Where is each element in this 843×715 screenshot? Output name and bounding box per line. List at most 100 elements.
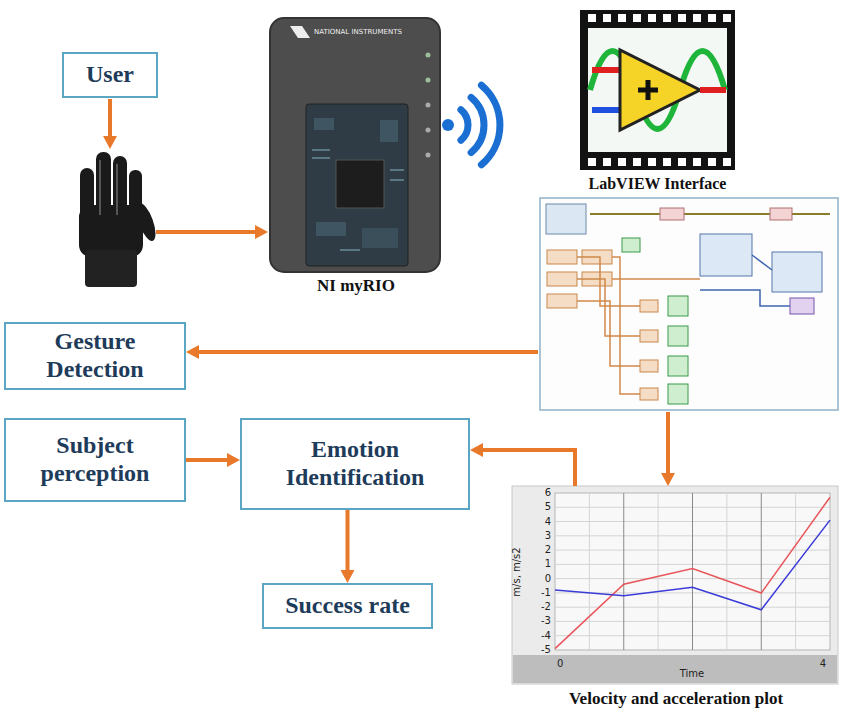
math-blocks [700, 234, 822, 292]
plot-axis-bar [513, 655, 837, 683]
input-wire [592, 67, 620, 73]
output-box: Success rate [262, 583, 433, 629]
wireless-symbol [442, 85, 500, 165]
device-housing [270, 18, 440, 272]
input-wire [592, 107, 620, 113]
wireless-dot [442, 119, 454, 131]
plot-node: Velocity and acceleration plot [512, 486, 840, 712]
screenshot-frame [540, 198, 838, 410]
add-triangle [620, 50, 700, 130]
wireless-arc [481, 85, 500, 165]
indicator-blocks [622, 238, 688, 404]
user-to-glove-arrow [103, 99, 117, 149]
arrow-head [255, 225, 268, 239]
box-label: Gesture Detection [6, 328, 184, 383]
device-node: NI myRIO [268, 14, 444, 304]
figure-caption: LabVIEW Interface [570, 174, 745, 193]
arrow-head [186, 345, 199, 359]
velocity-plot [512, 486, 838, 684]
axis-tick: 3 [520, 530, 551, 542]
plot-grid [555, 493, 830, 650]
glove-to-device-arrow [156, 225, 268, 239]
flow-arrow [661, 412, 675, 486]
flow-arrow [186, 345, 538, 359]
arrow-line [156, 230, 257, 234]
arrow-head [341, 570, 355, 583]
flow-arrow [470, 443, 575, 486]
box-label: Emotion Identification [242, 436, 468, 491]
axis-tick: -1 [520, 587, 551, 599]
device-chip [336, 160, 384, 208]
wireless-arc [461, 110, 468, 141]
arrow-head [661, 473, 675, 486]
input-blocks [547, 250, 658, 400]
box-label: Subject perception [6, 432, 184, 487]
process-box: Gesture Detection [4, 322, 186, 390]
labview-icon [580, 10, 735, 170]
myrio-device [270, 18, 440, 272]
glove-highlight [100, 160, 117, 215]
arrow-head [103, 136, 117, 149]
axis-tick: 4 [520, 516, 551, 528]
device-component [316, 222, 346, 236]
axis-tick: -3 [520, 615, 551, 627]
glove-thumb [133, 201, 160, 243]
film-strip [580, 10, 735, 170]
device-component [314, 118, 334, 130]
arrow-line [666, 412, 670, 475]
device-led [426, 78, 431, 83]
box-label: Success rate [285, 592, 410, 620]
sine-wave [590, 51, 725, 129]
axis-tick: 1 [520, 558, 551, 570]
arrow-line [346, 510, 350, 572]
axis-tick: 6 [520, 487, 551, 499]
block [770, 208, 792, 220]
device-led [426, 128, 431, 133]
arrow-line [108, 99, 112, 138]
velocity-line [555, 520, 830, 610]
input-box: Subject perception [4, 418, 186, 502]
device-component [362, 228, 398, 248]
brand-text: NATIONAL INSTRUMENTS [314, 26, 424, 38]
block [660, 208, 684, 220]
axis-tick: 5 [520, 501, 551, 513]
arrow-line [186, 458, 229, 462]
glove-cuff [85, 250, 137, 287]
plot-area [555, 493, 830, 650]
axis-tick: -2 [520, 601, 551, 613]
block [546, 204, 586, 234]
wire [590, 213, 830, 215]
glove-illustration [79, 152, 159, 287]
arrow-line [481, 450, 575, 486]
axis-tick: 0 [520, 573, 551, 585]
axis-tick: -4 [520, 630, 551, 642]
plus-sign [638, 80, 658, 100]
axis-tick: 0 [557, 658, 577, 670]
axis-tick: 4 [806, 658, 826, 670]
figure-caption: NI myRIO [268, 276, 444, 296]
film-holes [588, 14, 731, 166]
axis-title: m/s, m/s2 [511, 542, 523, 602]
axis-tick: -5 [520, 644, 551, 656]
device-window [306, 104, 408, 266]
device-led [426, 153, 431, 158]
flow-arrow [186, 453, 240, 467]
device-logo [290, 26, 310, 38]
figure-caption: Velocity and acceleration plot [512, 689, 840, 709]
block [790, 298, 814, 314]
device-traces [312, 150, 404, 250]
icon-panel [588, 28, 727, 152]
block-diagram-screenshot [540, 198, 838, 410]
arrow-line [197, 350, 538, 354]
axis-title: Time [662, 668, 722, 680]
data-wires [700, 255, 790, 306]
wireless-arc [471, 97, 484, 152]
plot-panel [512, 486, 838, 684]
device-led [426, 103, 431, 108]
process-box: Emotion Identification [240, 418, 470, 510]
box-label: User [86, 61, 134, 89]
signal-wires [577, 257, 700, 394]
axis-tick: 2 [520, 544, 551, 556]
flow-arrow [341, 510, 355, 583]
arrow-head [227, 453, 240, 467]
